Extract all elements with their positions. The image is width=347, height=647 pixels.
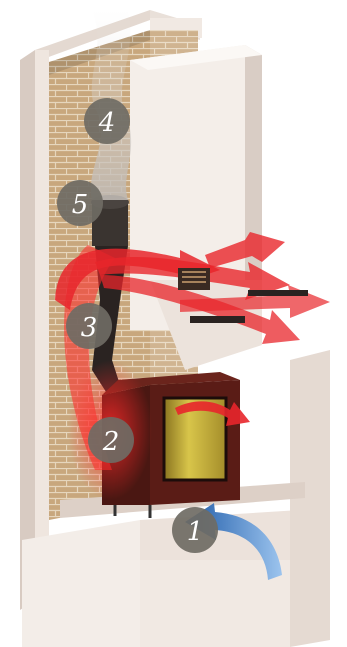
badge-1: 1 bbox=[172, 507, 218, 553]
badge-5-label: 5 bbox=[72, 190, 89, 220]
badge-3-label: 3 bbox=[81, 313, 98, 343]
badge-5: 5 bbox=[57, 180, 103, 226]
badge-4-label: 4 bbox=[98, 108, 116, 138]
badge-4: 4 bbox=[84, 98, 130, 144]
badge-2: 2 bbox=[88, 417, 134, 463]
badge-3: 3 bbox=[66, 303, 112, 349]
badge-2-label: 2 bbox=[102, 427, 120, 457]
badge-1-label: 1 bbox=[187, 517, 204, 547]
